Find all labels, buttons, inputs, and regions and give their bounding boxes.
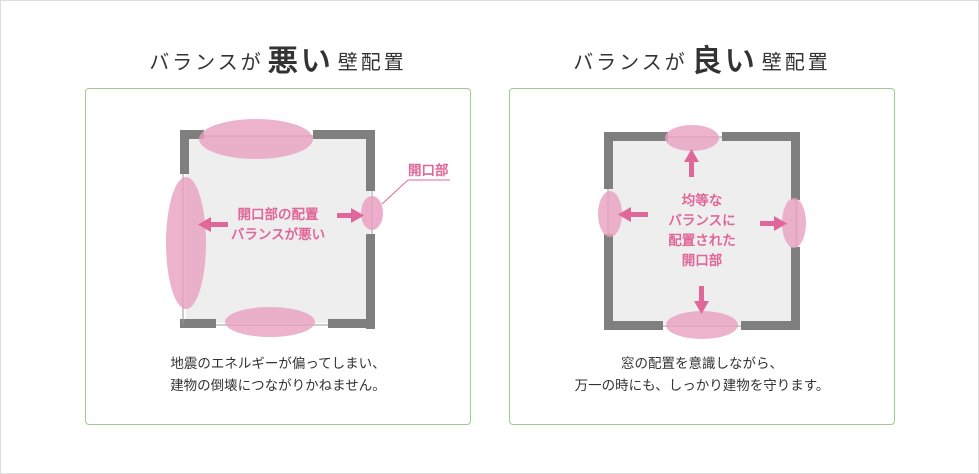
right-heading-emphasis: 良い [691,44,758,79]
left-wall-top-1 [180,130,204,139]
left-heading-after: 壁配置 [337,50,407,74]
left-center-text-2: バランスが悪い [231,226,325,243]
left-caption-line-2: 建物の倒壊につながりかねません。 [170,378,386,394]
right-wall-right-1 [791,132,800,200]
left-callout-line [381,179,409,205]
left-opening-top [199,119,313,159]
left-wall-top-2 [313,130,375,139]
left-opening-bottom [225,307,315,337]
right-floor-plan: 均等な バランスに 配置された 開口部 [598,125,806,339]
right-caption-line-1: 窓の配置を意識しながら、 [621,356,783,372]
right-center-text-2: バランスに [668,213,735,229]
right-wall-top-2 [722,132,800,141]
right-opening-left [598,191,622,237]
left-wall-left-1 [180,130,189,174]
left-callout-label: 開口部 [408,162,449,179]
right-center-text-1: 均等な [682,192,723,209]
left-center-text-1: 開口部の配置 [238,206,319,223]
left-wall-right-2 [366,234,375,329]
left-wall-bottom-2 [328,319,375,328]
right-heading-before: バランスが [573,50,688,74]
right-heading: バランスが良い壁配置 [502,42,902,82]
left-heading: バランスが悪い壁配置 [78,42,478,82]
left-wall-bottom-1 [180,319,216,328]
left-caption: 地震のエネルギーが偏ってしまい、 建物の倒壊につながりかねません。 [86,353,470,397]
left-room-floor [186,136,370,323]
right-opening-bottom [666,311,738,339]
right-center-text-4: 開口部 [682,252,723,269]
right-wall-bottom-1 [604,321,663,330]
left-heading-before: バランスが [149,50,264,74]
right-wall-top-1 [604,132,668,141]
right-arrow-down [694,286,709,314]
left-arrow-left [198,217,228,232]
right-center-text-3: 配置された [668,233,736,249]
left-floor-plan: 開口部 開口部の配置 バランスが悪い [166,119,450,337]
right-wall-bottom-2 [741,321,800,330]
left-wall-right-1 [366,130,375,191]
right-wall-left-1 [604,132,613,189]
right-panel: 均等な バランスに 配置された 開口部 窓の配置を意識しながら、 万一の時にも、… [509,88,895,425]
right-wall-right-2 [791,247,800,330]
left-caption-line-1: 地震のエネルギーが偏ってしまい、 [170,356,386,372]
right-arrow-left [618,207,648,222]
right-wall-left-2 [604,234,613,330]
right-caption-line-2: 万一の時にも、しっかり建物を守ります。 [574,378,830,394]
left-opening-right [361,196,383,230]
left-panel: 開口部 開口部の配置 バランスが悪い 地震のエネルギーが偏ってしまい、 建物の倒… [85,88,471,425]
left-opening-left [166,177,206,309]
right-opening-top [665,125,719,151]
right-caption: 窓の配置を意識しながら、 万一の時にも、しっかり建物を守ります。 [510,353,894,397]
left-arrow-right [337,208,364,223]
right-heading-after: 壁配置 [761,50,831,74]
left-heading-emphasis: 悪い [267,44,334,79]
right-opening-right [782,198,806,248]
right-arrow-right [760,216,787,231]
right-arrow-up [684,149,699,177]
